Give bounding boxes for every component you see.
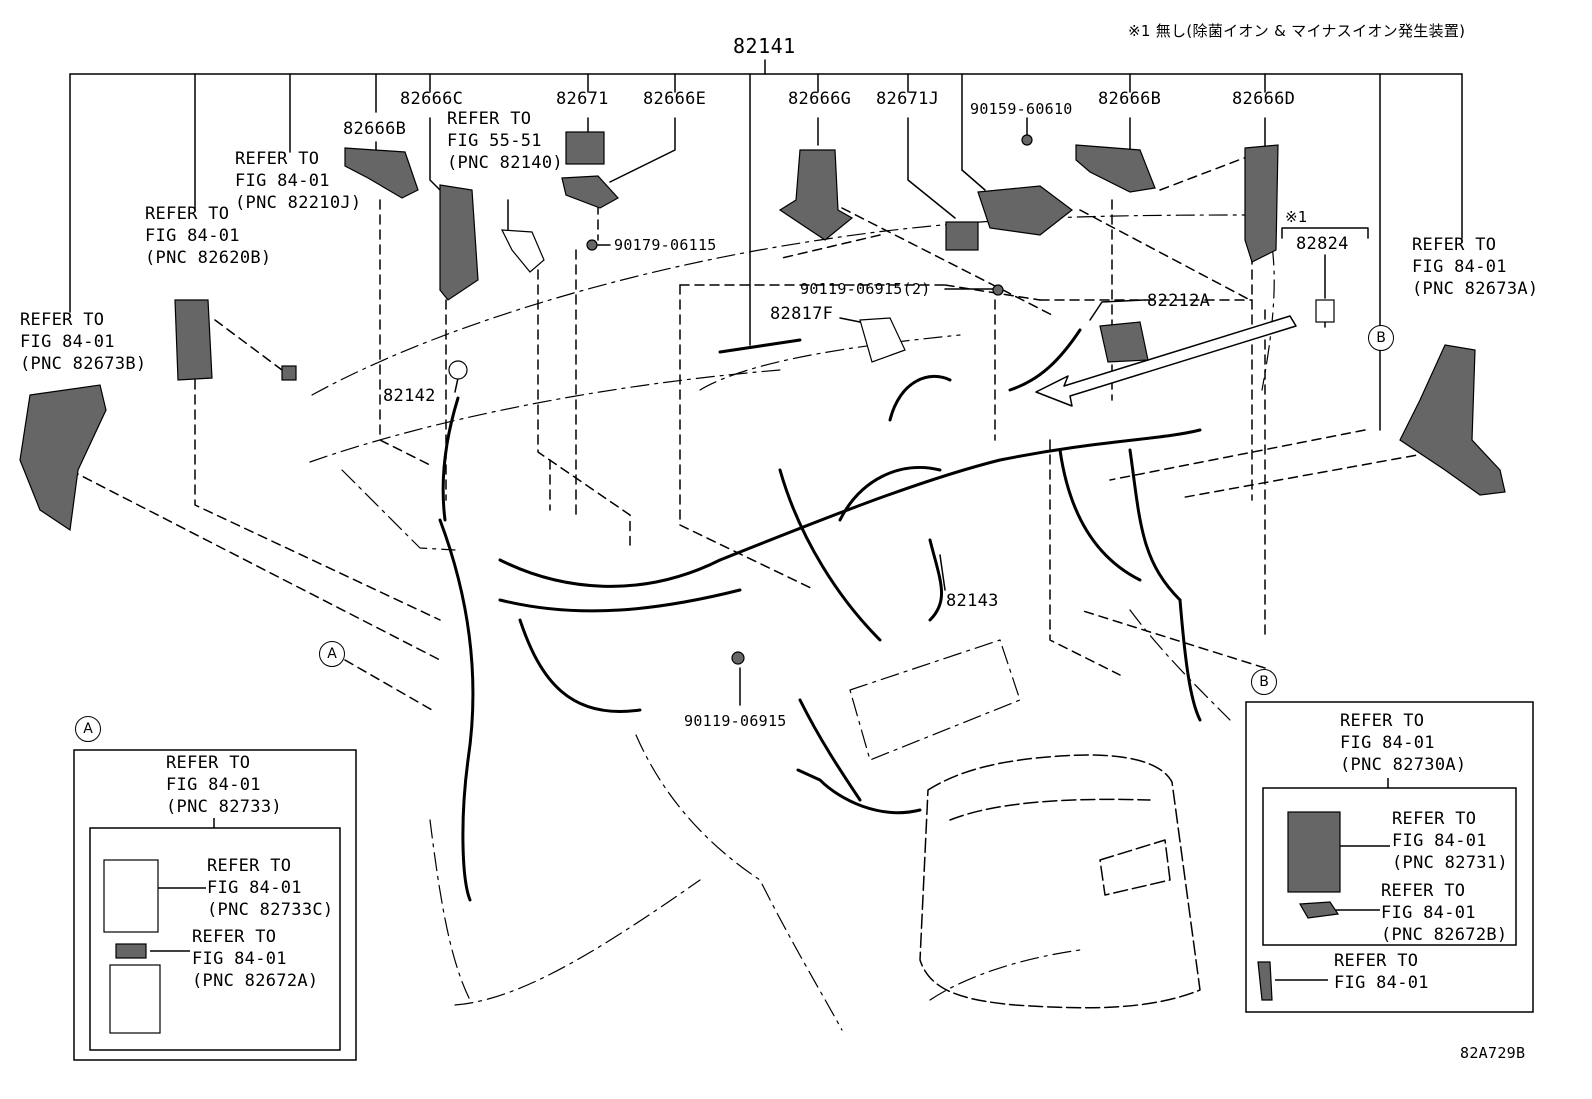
part-82672A-bracket[interactable] bbox=[115, 943, 147, 959]
inset-b-outer bbox=[1245, 701, 1534, 1013]
label-star1: ※1 bbox=[1285, 208, 1308, 226]
part-82672B-bracket[interactable] bbox=[1299, 901, 1340, 919]
label-82671J[interactable]: 82671J bbox=[876, 89, 940, 109]
marker-a-callout[interactable]: A bbox=[319, 641, 345, 667]
part-82733-ecu[interactable] bbox=[109, 964, 161, 1034]
label-82666G[interactable]: 82666G bbox=[788, 89, 852, 109]
dashboard-outline bbox=[309, 214, 1275, 1031]
inset-a-inner bbox=[89, 827, 341, 1051]
part-82666B-right[interactable] bbox=[1075, 144, 1156, 193]
leader-lines bbox=[375, 117, 1381, 706]
inset-b-inner bbox=[1262, 787, 1517, 946]
assembly-bracket bbox=[69, 59, 1463, 346]
inset-a-outer bbox=[73, 749, 357, 1061]
bolt-90179[interactable] bbox=[586, 239, 598, 251]
bolt-90119-2[interactable] bbox=[992, 284, 1004, 296]
marker-a-inset: A bbox=[75, 716, 101, 742]
bolt-refer[interactable] bbox=[1257, 961, 1273, 1001]
part-82673B-bracket[interactable] bbox=[19, 384, 107, 532]
part-82620B-module[interactable] bbox=[174, 299, 213, 381]
part-82212A[interactable] bbox=[1099, 321, 1149, 363]
view-arrow bbox=[1035, 315, 1297, 407]
marker-b-callout[interactable]: B bbox=[1251, 669, 1277, 695]
part-82210J-connector[interactable] bbox=[281, 365, 297, 381]
label-82824[interactable]: 82824 bbox=[1296, 234, 1349, 254]
main-part-label[interactable]: 82141 bbox=[733, 34, 796, 58]
label-82666D[interactable]: 82666D bbox=[1232, 89, 1296, 109]
part-82666C[interactable] bbox=[439, 184, 479, 301]
dashed-lines bbox=[69, 149, 1446, 711]
part-82666G[interactable] bbox=[778, 149, 854, 241]
label-82142[interactable]: 82142 bbox=[383, 386, 436, 406]
label-90179-06115[interactable]: 90179-06115 bbox=[614, 236, 717, 254]
part-82824[interactable] bbox=[1315, 299, 1335, 323]
label-82817F[interactable]: 82817F bbox=[770, 304, 834, 324]
bolt-90119[interactable] bbox=[731, 651, 745, 665]
part-90159-bracket[interactable] bbox=[977, 185, 1073, 236]
label-82666E[interactable]: 82666E bbox=[643, 89, 707, 109]
center-console bbox=[919, 754, 1201, 1009]
label-90159-60610[interactable]: 90159-60610 bbox=[970, 100, 1073, 118]
figure-code: 82A729B bbox=[1460, 1044, 1526, 1062]
label-82666B-left[interactable]: 82666B bbox=[343, 119, 407, 139]
label-82212A[interactable]: 82212A bbox=[1147, 291, 1211, 311]
part-82140-connector[interactable] bbox=[500, 229, 545, 273]
label-82666C[interactable]: 82666C bbox=[400, 89, 464, 109]
harness-runs bbox=[438, 328, 1202, 902]
note-text: ※1 無し(除菌イオン & マイナスイオン発生装置) bbox=[1128, 22, 1466, 40]
label-90119-06915-2[interactable]: 90119-06915(2) bbox=[800, 280, 931, 298]
part-82673A-bracket[interactable] bbox=[1399, 344, 1506, 496]
sensor-82142[interactable] bbox=[448, 360, 468, 380]
label-90119-06915[interactable]: 90119-06915 bbox=[684, 712, 787, 730]
bolt-90159[interactable] bbox=[1021, 134, 1033, 146]
marker-b-callout-top[interactable]: B bbox=[1368, 325, 1394, 351]
part-82671J[interactable] bbox=[945, 221, 979, 251]
part-82731-module[interactable] bbox=[1287, 811, 1341, 893]
part-82671[interactable] bbox=[565, 131, 605, 165]
label-82671[interactable]: 82671 bbox=[556, 89, 609, 109]
part-82666D[interactable] bbox=[1244, 144, 1279, 263]
part-82666E[interactable] bbox=[561, 175, 619, 209]
label-82666B-right[interactable]: 82666B bbox=[1098, 89, 1162, 109]
part-82817F[interactable] bbox=[859, 317, 906, 363]
part-82733C-module[interactable] bbox=[103, 859, 159, 933]
part-82666B-left[interactable] bbox=[344, 147, 419, 199]
label-82143[interactable]: 82143 bbox=[946, 591, 999, 611]
